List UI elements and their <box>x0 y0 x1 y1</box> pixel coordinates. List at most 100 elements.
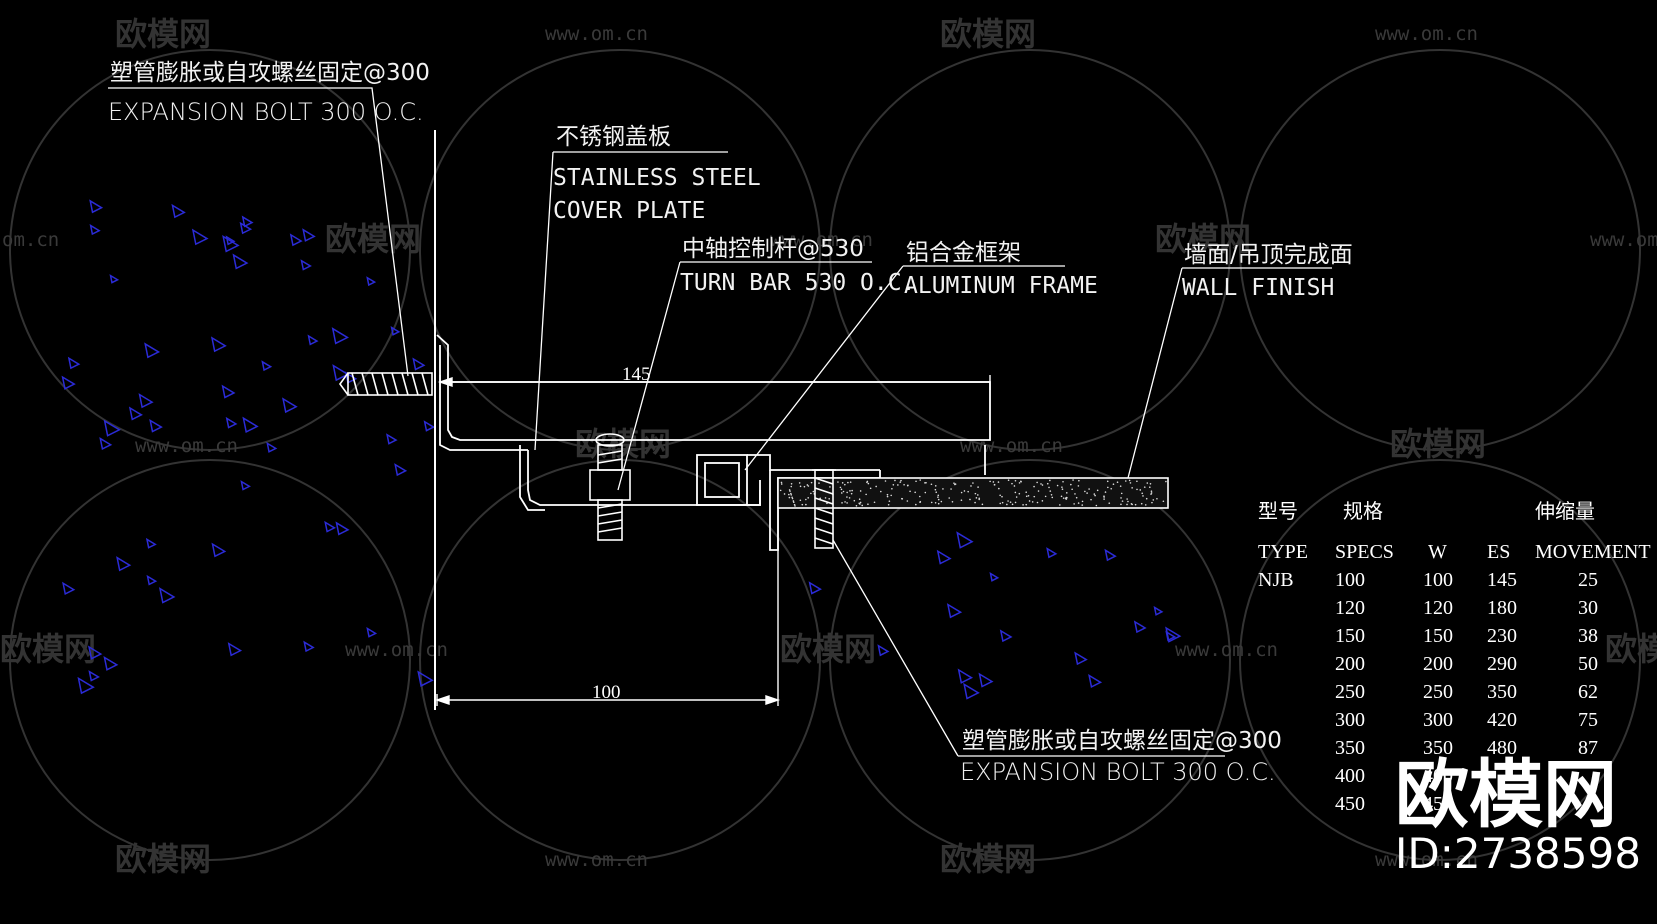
speckle-dot <box>998 487 1000 490</box>
speckle-dot <box>901 497 903 500</box>
speckle-dot <box>819 497 822 500</box>
speckle-dot <box>1110 487 1113 490</box>
speckle-dot <box>1141 492 1144 495</box>
speckle-dot <box>1136 488 1138 491</box>
speckle-dot <box>1120 503 1122 506</box>
hatch-triangle <box>171 203 186 219</box>
watermark-url: www.om.cn <box>135 435 238 457</box>
speckle-dot <box>888 500 891 502</box>
speckle-dot <box>1140 502 1143 505</box>
speckle-dot <box>1142 495 1144 497</box>
speckle-dot <box>890 494 892 497</box>
watermark-logo: 欧模网 <box>940 840 1036 878</box>
speckle-dot <box>1049 479 1051 482</box>
hatch-triangle <box>1046 547 1058 559</box>
speckle-dot <box>866 481 868 484</box>
table-header-type: TYPE <box>1258 541 1308 563</box>
speckle-dot <box>858 498 861 501</box>
hatch-triangle <box>227 642 243 657</box>
speckle-dot <box>846 502 848 504</box>
speckle-dot <box>1131 487 1133 489</box>
speckle-dot <box>1088 488 1090 490</box>
hatch-triangle <box>1133 620 1147 634</box>
table-cell-movement: 25 <box>1578 569 1598 591</box>
label-bolt-top-en: EXPANSION BOLT 300 O.C. <box>108 98 424 126</box>
table-cell-es: 180 <box>1487 597 1517 619</box>
speckle-dot <box>1025 491 1027 494</box>
aluminum-frame <box>696 454 748 506</box>
speckle-dot <box>978 498 980 501</box>
speckle-dot <box>1018 492 1021 495</box>
speckle-dot <box>967 490 969 493</box>
speckle-dot <box>850 492 853 495</box>
hatch-triangle <box>936 549 952 565</box>
speckle-dot <box>807 485 810 487</box>
expansion-bolt-bottom <box>812 469 836 549</box>
watermark-url: om.cn <box>2 229 59 251</box>
table-cell-specs: 250 <box>1335 681 1365 703</box>
speckle-dot <box>803 485 806 488</box>
speckle-dot <box>942 488 944 490</box>
turn-bar-thread <box>597 503 623 533</box>
hatch-triangle <box>332 364 350 382</box>
speckle-dot <box>930 501 933 504</box>
table-cell-w: 45 <box>1423 793 1443 815</box>
table-cell-w: 120 <box>1423 597 1453 619</box>
speckle-dot <box>974 501 976 504</box>
speckle-dot <box>798 482 801 484</box>
speckle-dot <box>812 490 815 493</box>
hatch-triangle <box>88 670 100 682</box>
speckle-dot <box>909 490 911 493</box>
speckle-dot <box>1081 504 1084 506</box>
turn-bar <box>589 433 631 541</box>
speckle-dot <box>1033 485 1035 488</box>
speckle-dot <box>900 479 902 482</box>
speckle-dot <box>867 482 870 485</box>
table-header-movement: MOVEMENT <box>1535 541 1651 563</box>
speckle-dot <box>789 490 791 492</box>
speckle-dot <box>855 504 858 507</box>
speckle-dot <box>861 504 864 507</box>
table-cell-es: 145 <box>1487 569 1517 591</box>
stainless-steel-cover-plate <box>436 334 991 441</box>
speckle-dot <box>981 503 984 506</box>
speckle-dot <box>849 490 851 492</box>
table-cell-w: 150 <box>1423 625 1453 647</box>
dimension-arrow <box>437 377 453 387</box>
speckle-dot <box>899 481 902 483</box>
hatch-triangle <box>344 371 358 384</box>
speckle-dot <box>951 500 954 503</box>
table-type-value: NJB <box>1258 569 1294 591</box>
speckle-dot <box>869 487 872 490</box>
hatch-triangle <box>222 234 240 253</box>
speckle-dot <box>880 490 882 493</box>
expansion-bolt-left <box>339 372 433 396</box>
speckle-dot <box>824 497 827 499</box>
hatch-triangle <box>412 357 426 371</box>
speckle-dot <box>1062 480 1064 483</box>
speckle-dot <box>790 494 793 496</box>
speckle-dot <box>780 483 783 485</box>
table-header-type-cn: 型号 <box>1258 500 1298 523</box>
hatch-triangle <box>77 676 95 695</box>
hatch-triangle <box>261 360 273 372</box>
speckle-dot <box>1070 483 1072 486</box>
speckle-dot <box>1126 503 1128 506</box>
speckle-dot <box>842 490 845 493</box>
speckle-dot <box>1060 495 1063 498</box>
table-cell-es: 480 <box>1487 737 1517 759</box>
speckle-dot <box>1027 494 1030 497</box>
hatch-triangle <box>144 342 161 359</box>
label-bolt-bottom-cn: 塑管膨胀或自攻螺丝固定@300 <box>962 728 1282 754</box>
speckle-dot <box>853 499 856 502</box>
table-cell-es: 420 <box>1487 709 1517 731</box>
speckle-dot <box>1119 485 1122 487</box>
table-cell-w: 350 <box>1423 737 1453 759</box>
speckle-dot <box>997 481 1000 483</box>
speckle-dot <box>1116 481 1119 483</box>
speckle-dot <box>841 502 843 504</box>
speckle-dot <box>1095 504 1098 507</box>
hatch-triangle <box>335 521 350 536</box>
speckle-dot <box>1121 500 1124 502</box>
hatch-triangle <box>946 603 963 619</box>
